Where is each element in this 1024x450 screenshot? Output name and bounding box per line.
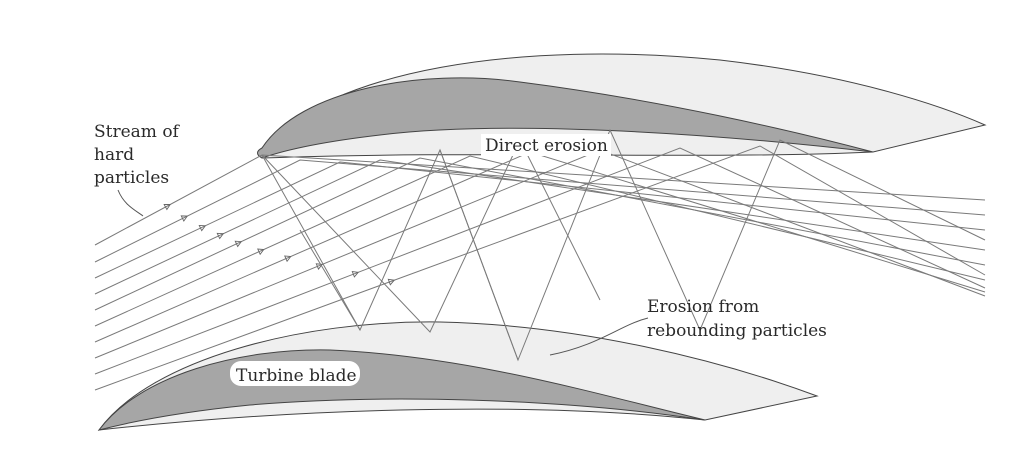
rebound-label-line-1: Erosion from [647,297,759,317]
direct-erosion-label-bg [481,134,611,156]
particle-path [94,145,986,391]
direct-erosion-text: Direct erosion [485,136,608,156]
rebound-path [261,128,986,362]
label-stream-line-1: Stream of [94,122,181,142]
label-stream-line-3: particles [94,168,169,188]
label-stream-line-2: hard [94,145,134,165]
arrowhead [180,215,189,222]
particle-stream-arrowheads [163,204,396,286]
arrowhead [351,270,360,278]
turbine-blade-text: Turbine blade [236,366,357,386]
particle-path [94,155,986,327]
label-rebound-erosion: Erosion from rebounding particles [549,297,827,356]
upper-blade [257,53,987,159]
rebound-paths [261,128,986,362]
stream-leader-line [117,189,144,217]
particle-stream [94,145,986,391]
rebound-path [261,138,601,333]
arrowhead [216,232,225,240]
arrowhead [163,204,171,211]
turbine-blade-label-bg [230,361,360,386]
rebound-path [299,229,361,331]
particle-path [94,147,986,375]
rebound-leader-line [549,317,649,356]
rebound-path [439,149,519,361]
upper-blade-dark-surface [257,77,874,159]
arrowhead [284,255,292,263]
particle-path [94,161,986,279]
arrowhead [234,240,243,248]
label-stream: Stream of hard particles [94,122,181,217]
arrowhead [387,278,396,286]
rebound-label-line-2: rebounding particles [647,321,827,341]
label-turbine-blade: Turbine blade [230,361,360,386]
label-direct-erosion: Direct erosion [481,134,611,156]
particle-path [94,157,986,311]
arrowhead [257,248,265,256]
arrowhead [198,224,207,232]
arrowhead [315,263,324,270]
